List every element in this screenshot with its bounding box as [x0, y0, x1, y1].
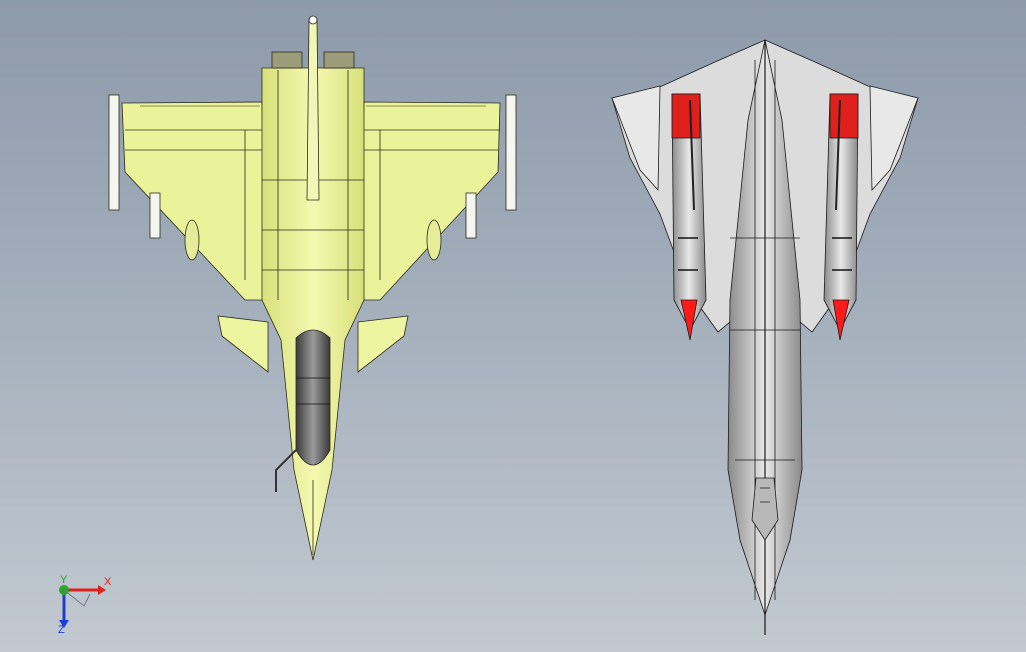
x-axis-arrowhead	[98, 585, 106, 595]
sr71-left-exhaust	[671, 93, 701, 139]
fighter-vertical-tail	[306, 19, 320, 201]
fighter-right-wingtip-missile	[505, 94, 517, 211]
fighter-right-canard	[357, 315, 409, 373]
fighter-fuselage	[261, 67, 365, 561]
axis-triad	[59, 585, 106, 628]
sr71-right-exhaust	[829, 93, 859, 139]
fighter-right-nozzle	[323, 51, 355, 69]
fighter-model[interactable]	[108, 15, 517, 561]
fighter-canopy	[295, 329, 331, 466]
fighter-left-wing	[121, 101, 269, 301]
y-axis-label: Y	[60, 574, 68, 586]
fighter-left-canard	[217, 315, 269, 373]
sr71-left-outer-wing	[611, 85, 661, 192]
z-axis-arrowhead	[59, 620, 69, 628]
sr71-left-spike	[680, 299, 698, 341]
z-axis-label: Z	[58, 624, 65, 636]
fighter-left-wingtip-missile	[108, 94, 120, 211]
fighter-right-wing	[357, 101, 501, 301]
sr71-model[interactable]	[611, 39, 919, 635]
fighter-left-nozzle	[271, 51, 303, 69]
sr71-right-spike	[832, 299, 850, 341]
sr71-cockpit	[751, 477, 779, 541]
x-axis-label: X	[104, 576, 112, 588]
sr71-right-outer-wing	[869, 85, 919, 192]
